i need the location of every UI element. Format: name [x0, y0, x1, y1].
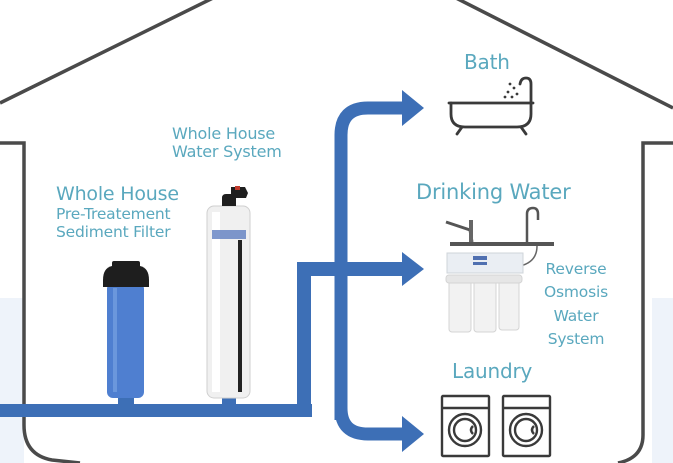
sediment-filter-label-line2: Pre-Treatement — [56, 204, 171, 223]
ro-label-line4: System — [547, 329, 605, 348]
sediment-filter-highlight — [113, 288, 117, 392]
ro-label-line3: Water — [553, 306, 599, 325]
laundry-branch-pipe — [334, 270, 404, 441]
washing-machine-icon — [440, 394, 552, 458]
sediment-filter-label-line3: Sediment Filter — [56, 222, 171, 241]
sediment-filter-label-line1: Whole House — [56, 183, 179, 205]
trunk-pipe — [334, 101, 404, 420]
water-system-label-line2: Water System — [172, 142, 282, 162]
reverse-osmosis-unit-icon — [445, 252, 524, 333]
house-roof — [0, 0, 213, 105]
washer-1 — [440, 394, 491, 458]
ro-label-1 — [473, 256, 487, 260]
water-softener-tank-icon — [206, 186, 251, 406]
riser-pipe — [297, 266, 311, 417]
drinking-branch-pipe — [297, 262, 407, 276]
ro-canister-1 — [448, 279, 472, 333]
house-wall-right — [617, 141, 673, 463]
arrow-to-drinking — [402, 252, 424, 286]
reverse-osmosis-label: Reverse Osmosis Water System — [540, 258, 612, 351]
house-wall-left — [0, 141, 81, 463]
washer-2 — [501, 394, 552, 458]
sediment-filter-cap — [103, 266, 149, 287]
ro-canister-2 — [473, 279, 497, 333]
water-system-label: Whole House Water System — [172, 124, 282, 162]
sediment-filter-label: Whole House Pre-Treatement Sediment Filt… — [56, 183, 179, 241]
ro-faucet — [525, 206, 540, 242]
tank-control-valve — [222, 187, 248, 206]
laundry-label: Laundry — [452, 359, 533, 383]
tank-shadow — [238, 240, 242, 392]
tank-shine — [212, 212, 220, 392]
sediment-filter-cap-top — [112, 261, 140, 268]
tank-badge — [212, 230, 246, 239]
ro-label-line2: Osmosis — [544, 283, 608, 302]
background-band-left — [0, 298, 24, 463]
main-faucet — [445, 220, 474, 243]
pipe-network — [0, 90, 424, 452]
bathtub-icon — [447, 76, 535, 136]
background-band-right — [652, 298, 673, 463]
ro-label-line1: Reverse — [545, 260, 607, 278]
sediment-filter-body — [107, 283, 144, 398]
countertop — [450, 242, 554, 246]
bath-label: Bath — [464, 50, 510, 74]
drinking-water-label: Drinking Water — [416, 180, 571, 204]
arrow-to-laundry — [402, 416, 424, 452]
tank-valve-red — [235, 186, 240, 190]
house-roof-right — [456, 0, 673, 110]
main-inlet-pipe — [0, 404, 312, 417]
water-system-label-line1: Whole House — [172, 124, 276, 143]
ro-label-2 — [473, 262, 487, 265]
sediment-filter-icon — [103, 261, 149, 407]
arrow-to-bath — [402, 90, 424, 126]
ro-canister-3 — [498, 279, 520, 331]
